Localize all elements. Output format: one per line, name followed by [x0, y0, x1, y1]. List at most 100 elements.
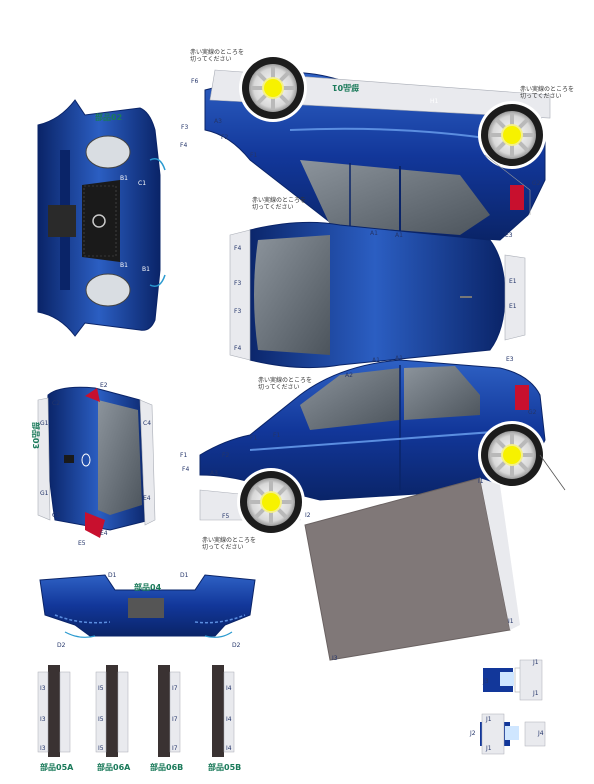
- tab-a1-lower: A1: [372, 357, 380, 364]
- tab-i7-06b: I7: [172, 685, 178, 692]
- part06a-pillar: [95, 665, 129, 757]
- tab-d2-right: D2: [232, 642, 241, 649]
- tab-j1-lower-2: J1: [486, 745, 492, 752]
- tab-b1-upper: B1: [120, 175, 128, 182]
- tab-i3-05a-3: I3: [40, 745, 46, 752]
- part04-label: 部品04: [134, 583, 162, 592]
- mirror-lower: [480, 713, 546, 755]
- cut-note-line: 赤い実線のところを: [258, 377, 313, 384]
- tab-f4-lower: F4: [182, 466, 190, 473]
- tab-b1-lower-2: B1: [142, 266, 150, 273]
- tab-f3-top: F3: [181, 124, 189, 131]
- tab-i5-06a-2: I5: [98, 716, 104, 723]
- tab-f4-roof-2: F4: [234, 345, 242, 352]
- part05b-pillar: [212, 665, 235, 757]
- tab-a1-top: A1: [370, 230, 378, 237]
- tab-j3-upper: J3: [483, 678, 489, 685]
- part06b-label: 部品06B: [150, 763, 184, 772]
- tab-a3: A3: [214, 118, 222, 125]
- tab-e1-roof: E1: [509, 278, 517, 285]
- tab-f5: F5: [222, 513, 230, 520]
- tab-f1-lower-3: F1: [180, 452, 188, 459]
- tab-i5-06a-3: I5: [98, 745, 104, 752]
- tab-c4-rear: C4: [143, 420, 152, 427]
- tab-g2-top: G2: [532, 180, 541, 187]
- tab-f4-top: F4: [180, 142, 188, 149]
- tab-i1-floor: I1: [508, 618, 514, 625]
- tab-a1-top-2: A1: [395, 232, 403, 239]
- cut-note-line: 赤い実線のところを: [520, 86, 575, 93]
- tab-i3-05a-2: I3: [40, 716, 46, 723]
- tab-i7-06b-3: I7: [172, 745, 178, 752]
- tab-a2: A2: [345, 372, 353, 379]
- tab-d1-right: D1: [180, 572, 189, 579]
- cut-note-line: 切ってください: [252, 203, 294, 211]
- cut-note-line: 赤い実線のところを: [252, 197, 307, 204]
- tab-g2-lower: G2: [528, 409, 537, 416]
- part05a-label: 部品05A: [40, 763, 74, 772]
- tab-f6: F6: [191, 78, 199, 85]
- part02-label: 部品02: [95, 113, 123, 122]
- tab-g1-rear-2: G1: [40, 490, 49, 497]
- tab-e4-rear-side: E4: [143, 495, 151, 502]
- tab-e3-lower: E3: [506, 356, 514, 363]
- tab-i5-06a: I5: [98, 685, 104, 692]
- tab-f3-roof-2: F3: [234, 308, 242, 315]
- part06b-pillar: [158, 665, 181, 757]
- part01-lower-side: [199, 359, 566, 538]
- part01-upper-side: [204, 52, 551, 241]
- part01-roof: [229, 221, 526, 369]
- tab-j1-lower: J1: [486, 716, 492, 723]
- tab-i4-05b: I4: [226, 685, 232, 692]
- tab-j4-lower: J4: [538, 730, 544, 737]
- tab-i4-05b-2: I4: [226, 716, 232, 723]
- tab-h1: H1: [430, 98, 439, 105]
- tab-b1-lower: B1: [120, 262, 128, 269]
- tab-g1-rear: G1: [40, 420, 49, 427]
- tab-f4-roof: F4: [234, 245, 242, 252]
- tab-i2-floor: I2: [305, 512, 311, 519]
- cut-note-line: 切ってください: [258, 383, 300, 391]
- mirror-parts: [480, 659, 546, 755]
- part06a-label: 部品06A: [97, 763, 131, 772]
- tab-d1-left: D1: [108, 572, 117, 579]
- tab-e5-rear: E5: [78, 540, 86, 547]
- tab-i3-05a: I3: [40, 685, 46, 692]
- tab-i7-06b-2: I7: [172, 716, 178, 723]
- tab-e4-rear: E4: [100, 530, 108, 537]
- mirror-upper: [483, 659, 543, 701]
- cut-note-line: 切ってください: [190, 55, 232, 63]
- tab-e3-top: E3: [505, 232, 513, 239]
- tab-i8-floor: I1: [478, 478, 484, 485]
- tab-f2-top: F2: [221, 134, 229, 141]
- tab-i3-floor: I3: [332, 655, 338, 662]
- cut-note-line: 切ってください: [202, 543, 244, 551]
- tab-j2-lower: J2: [470, 730, 476, 737]
- tab-a1-lower-2: A1: [395, 355, 403, 362]
- tab-f1-top: F1: [250, 152, 258, 159]
- tab-f3-roof: F3: [234, 280, 242, 287]
- cut-note-bottom-wheel: 赤い実線のところを 切ってください: [202, 537, 256, 551]
- tab-j1-upper-2: J1: [533, 690, 539, 697]
- tab-c2-rear: C2: [52, 400, 61, 407]
- tab-i4-05b-3: I4: [226, 745, 232, 752]
- cut-note-lower-body: 赤い実線のところを 切ってください: [258, 377, 313, 391]
- tab-c1-upper: C1: [138, 180, 147, 187]
- floor-panel: [304, 477, 520, 661]
- cut-note-top-right: 赤い実線のところを 切ってください: [520, 86, 575, 100]
- tab-j1-upper: J1: [533, 659, 539, 666]
- cut-note-roof: 赤い実線のところを 切ってください: [252, 197, 307, 211]
- part03-rear-hatch: [37, 386, 156, 538]
- tab-f1-lower-2: F1: [273, 432, 281, 439]
- cut-note-line: 切ってください: [520, 92, 562, 100]
- part05a-pillar: [37, 665, 71, 757]
- cut-note-top-left: 赤い実線のところを 切ってください: [190, 49, 245, 63]
- tab-f2-lower: F2: [222, 452, 230, 459]
- cut-note-line: 赤い実線のところを: [190, 49, 245, 56]
- part02-front-panel: [37, 99, 166, 337]
- tab-f1-lower: F1: [250, 435, 258, 442]
- part05b-label: 部品05B: [208, 763, 242, 772]
- tab-e1-roof-2: E1: [509, 303, 517, 310]
- part04-rear-bumper: [39, 574, 256, 638]
